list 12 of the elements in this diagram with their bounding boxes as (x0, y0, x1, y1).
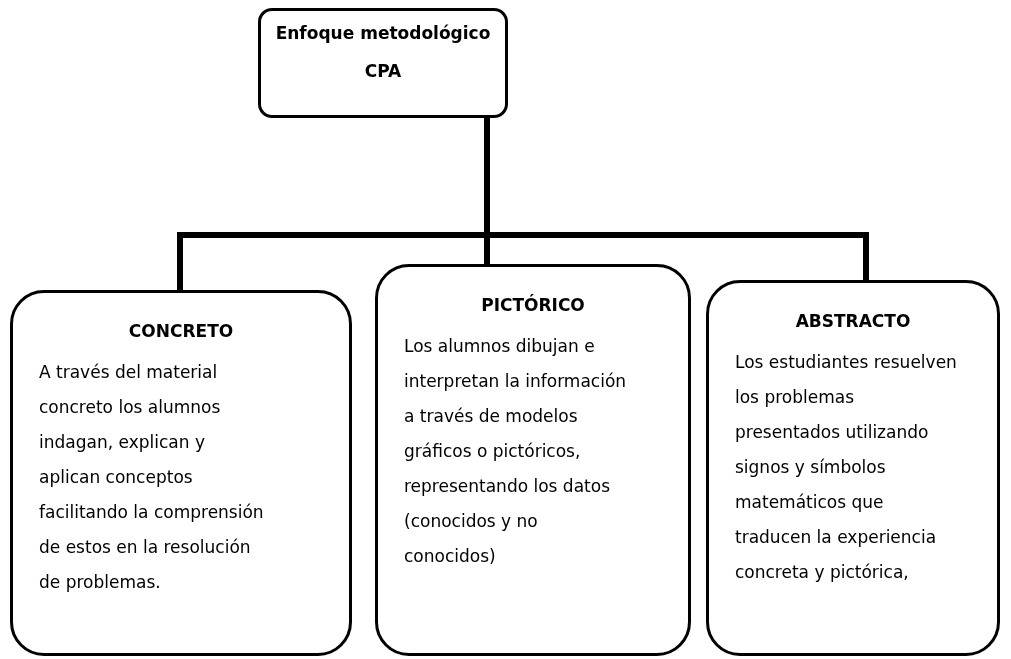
stage-heading: ABSTRACTO (794, 311, 912, 331)
stage-heading: PICTÓRICO (480, 295, 586, 315)
title-box (258, 8, 508, 118)
stage-description: A través del material concreto los alumnos indagan, explican y aplican conceptos facilitando la comprensión de estos en la resolución de problemas. (39, 361, 264, 594)
stage-description: Los estudiantes resuelven los problemas presentados utilizando signos y símbolos matemáticos que traducen la experiencia concreta y pictórica, (735, 351, 958, 584)
stage-box (10, 290, 352, 656)
stage-box (706, 280, 1000, 656)
stage-description: Los alumnos dibujan e interpretan la información a través de modelos gráficos o pictóricos, representando los datos (conocidos y no conocidos) (404, 335, 628, 568)
stage-heading: CONCRETO (127, 321, 235, 341)
stage-box (375, 264, 691, 656)
title-text: CPA (363, 61, 403, 81)
title-text: Enfoque metodológico (274, 23, 492, 43)
